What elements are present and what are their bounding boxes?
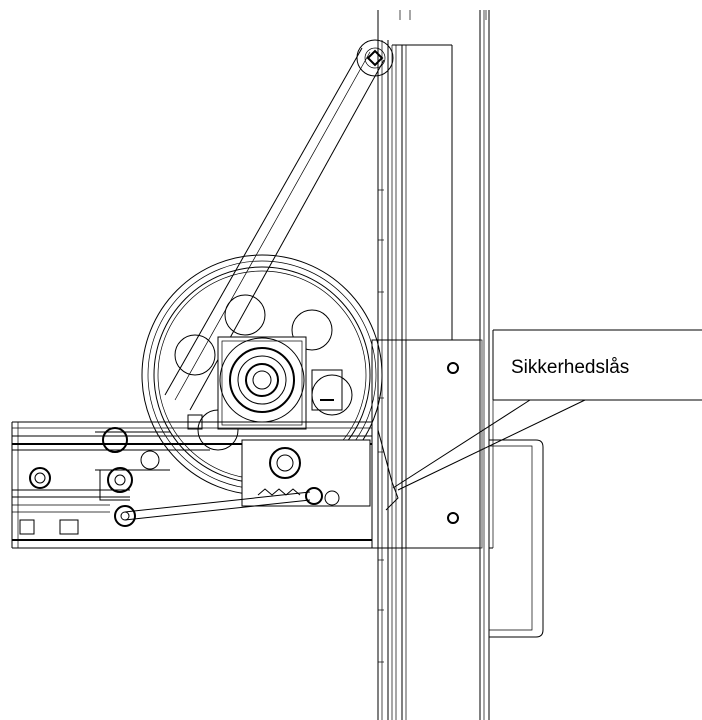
carriage-bracket — [371, 339, 544, 638]
base-frame — [11, 421, 372, 549]
winch-drum — [141, 254, 383, 496]
callout-label: Sikkerhedslås — [511, 357, 629, 378]
lock-mechanism — [95, 414, 399, 548]
leader-line-2 — [397, 399, 586, 491]
leader-line-1 — [392, 399, 531, 489]
rail-tick-marks — [378, 189, 384, 663]
vertical-mast — [377, 10, 494, 720]
callout: Sikkerhedslås — [392, 329, 702, 491]
